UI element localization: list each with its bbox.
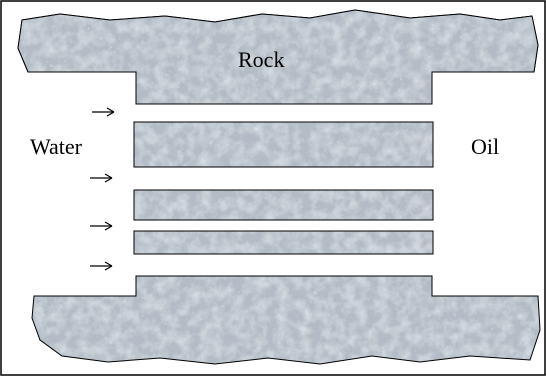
flow-arrows [90, 107, 115, 271]
rock-label: Rock [238, 47, 284, 72]
rock-band-1 [133, 121, 434, 168]
bottom-rock [31, 275, 541, 365]
top-rock [17, 9, 539, 105]
oil-label: Oil [471, 134, 499, 159]
rock-band-2 [133, 189, 434, 221]
water-label: Water [30, 134, 83, 159]
arrow-right-icon [90, 261, 113, 271]
arrow-right-icon [90, 221, 113, 231]
arrow-right-icon [90, 173, 113, 183]
arrow-right-icon [92, 107, 115, 117]
rock-band-3 [133, 230, 434, 255]
